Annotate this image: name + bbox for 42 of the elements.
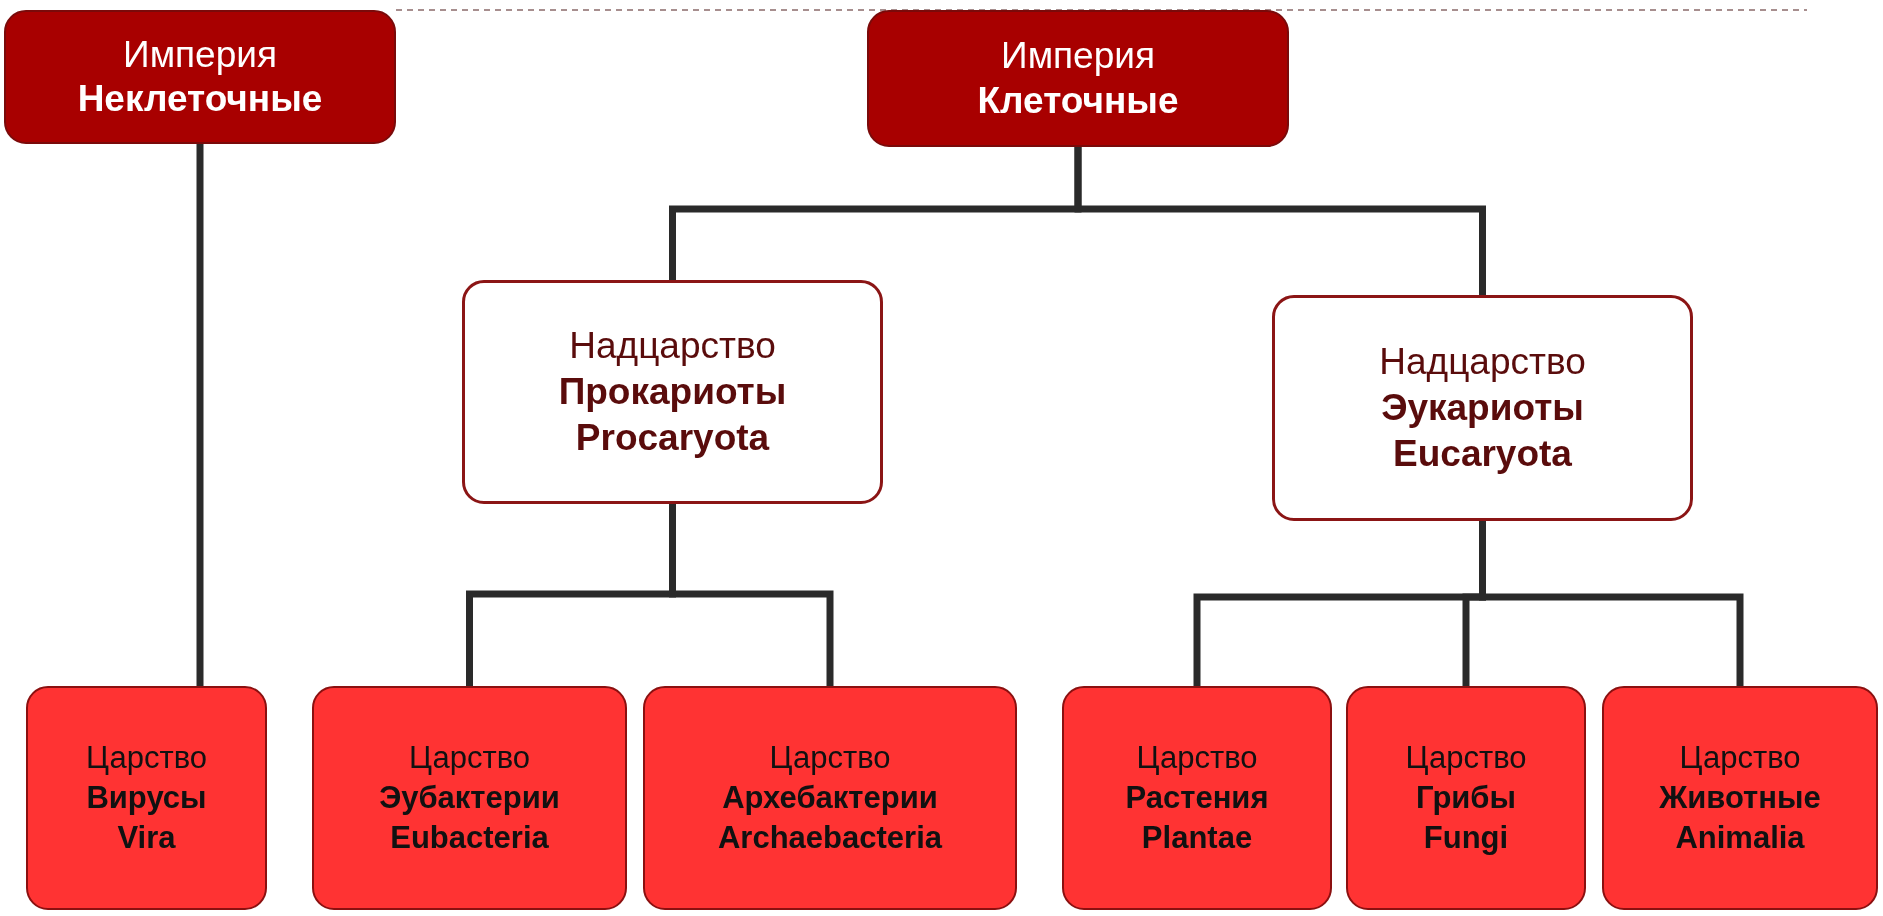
rank-label: Надцарство: [569, 323, 776, 368]
kingdom-box: [1062, 686, 1332, 910]
rank-label: Империя: [1001, 34, 1155, 79]
taxon-name: Animalia: [1675, 819, 1805, 858]
rank-label: Царство: [769, 738, 891, 777]
superkingdom-box: [462, 280, 883, 504]
taxon-name: Archaebacteria: [718, 819, 942, 858]
connector-line: [1479, 521, 1744, 686]
superkingdom-box: [1272, 295, 1693, 521]
connector-line: [1074, 147, 1486, 295]
kingdom-box: [1602, 686, 1878, 910]
taxon-name: Эубактерии: [379, 778, 560, 817]
taxon-name: Vira: [117, 819, 176, 858]
taxon-name: Вирусы: [86, 778, 207, 817]
taxon-name: Животные: [1659, 778, 1821, 817]
kingdom-box: [26, 686, 267, 910]
taxon-name: Fungi: [1423, 819, 1509, 858]
taxon-name: Eubacteria: [390, 819, 549, 858]
empire-box: [867, 10, 1289, 147]
connector-line: [669, 504, 834, 686]
taxon-name: Растения: [1125, 778, 1269, 817]
rank-label: Царство: [408, 738, 531, 777]
taxon-name: Эукариоты: [1381, 385, 1584, 430]
taxon-name: Plantae: [1141, 819, 1253, 858]
taxon-name: Прокариоты: [558, 369, 787, 414]
taxon-name: Клеточные: [977, 78, 1179, 123]
kingdom-box: [1346, 686, 1586, 910]
taxon-name: Архебактерии: [722, 778, 938, 817]
empire-box: [4, 10, 396, 144]
rank-label: Империя: [123, 32, 277, 77]
rank-label: Царство: [1405, 738, 1527, 777]
connector-line: [196, 144, 204, 686]
taxon-name: Procaryota: [575, 416, 770, 461]
rank-label: Надцарство: [1379, 339, 1586, 384]
rank-label: Царство: [85, 738, 208, 777]
taxon-name: Eucaryota: [1393, 432, 1572, 477]
kingdom-box: [312, 686, 627, 910]
kingdom-box: [643, 686, 1017, 910]
taxon-name: Грибы: [1416, 778, 1516, 817]
rank-label: Царство: [1679, 738, 1801, 777]
rank-label: Царство: [1136, 738, 1258, 777]
taxon-name: Неклеточные: [77, 77, 323, 121]
